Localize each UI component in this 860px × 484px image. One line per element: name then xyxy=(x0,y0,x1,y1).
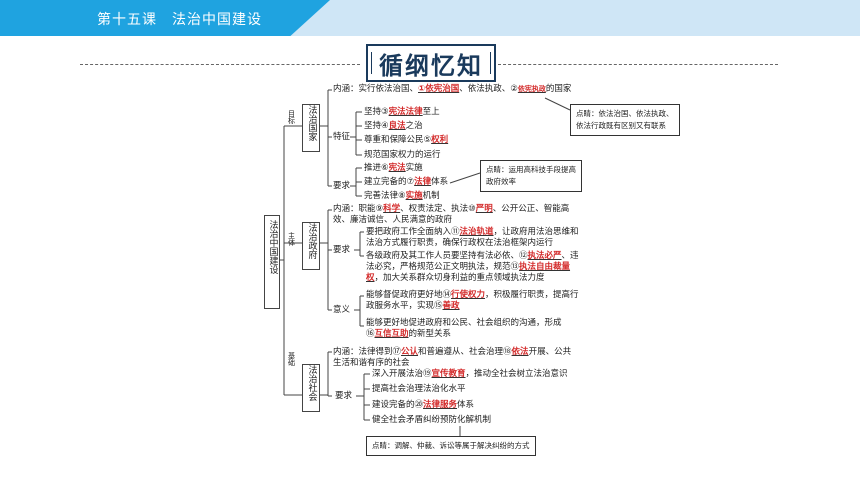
note-3: 点睛：调解、仲裁、诉讼等属于解决纠纷的方式 xyxy=(366,436,536,456)
node-society: 法治社会 xyxy=(302,364,320,412)
label-goal: 目标 xyxy=(287,110,296,124)
soc-yq-4: 健全社会矛盾纠纷预防化解机制 xyxy=(372,415,492,425)
country-tezheng-label: 特征 xyxy=(333,132,351,142)
soc-neihan-1: 内涵：法律得到⑰公认和普遍遵从、社会治理⑱依法开展、公共 xyxy=(333,347,572,357)
gov-yq-2: 法治方式履行职责，确保行政权在法治框架内运行 xyxy=(366,238,554,248)
country-tezheng-3: 尊重和保障公民⑤权利 xyxy=(364,135,449,145)
section-title-text: 循纲忆知 xyxy=(379,51,483,80)
gov-yq-4: 法必究，严格规范公正文明执法，规范⑬执法自由裁量 xyxy=(366,262,571,272)
soc-yq-2: 提高社会治理法治化水平 xyxy=(372,384,466,394)
section-title: 循纲忆知 xyxy=(366,44,496,82)
lesson-title: 第十五课 法治中国建设 xyxy=(97,12,262,28)
country-tezheng-4: 规范国家权力的运行 xyxy=(364,150,441,160)
soc-neihan-2: 生活和谐有序的社会 xyxy=(333,358,410,368)
country-tezheng-1: 坚持③宪法法律至上 xyxy=(364,107,440,117)
gov-yaoqiu-label: 要求 xyxy=(333,245,351,255)
gov-yy-2: 政服务水平，实现⑮善政 xyxy=(366,301,460,311)
gov-yq-5: 权，加大关系群众切身利益的重点领域执法力度 xyxy=(366,273,545,283)
gov-yq-3: 各级政府及其工作人员要坚持有法必依、⑫执法必严、违 xyxy=(366,251,579,261)
root-text: 法治中国建设 xyxy=(267,220,278,274)
country-tezheng-2: 坚持④良法之治 xyxy=(364,121,423,131)
divider-right xyxy=(498,64,778,65)
bar-decoration xyxy=(490,52,491,74)
country-yaoqiu-2: 建立完备的⑦法律体系 xyxy=(364,177,449,187)
root-node: 法治中国建设 xyxy=(264,215,280,309)
soc-yq-3: 建设完备的⑳法律服务体系 xyxy=(372,400,475,410)
gov-yq-1: 要把政府工作全面纳入⑪法治轨道，让政府用法治思维和 xyxy=(366,227,579,237)
lesson-banner: 第十五课 法治中国建设 xyxy=(0,0,330,36)
gov-neihan-1: 内涵：职能⑨科学、权责法定、执法⑩严明、公开公正、智能高 xyxy=(333,204,570,214)
divider-left xyxy=(80,64,360,65)
country-yaoqiu-label: 要求 xyxy=(333,181,351,191)
gov-yiyi-label: 意义 xyxy=(333,305,351,315)
label-subject: 主体 xyxy=(287,232,296,246)
country-yaoqiu-1: 推进⑥宪法实施 xyxy=(364,163,423,173)
gov-yy-4: ⑯互信互助的新型关系 xyxy=(366,329,452,339)
note-1: 点睛：依法治国、依法执政、依法行政既有区别又有联系 xyxy=(570,104,680,136)
soc-yq-1: 深入开展法治⑲宣传教育，推动全社会树立法治意识 xyxy=(372,369,568,379)
country-yaoqiu-3: 完善法律⑧实施机制 xyxy=(364,191,440,201)
bar-decoration xyxy=(371,52,372,74)
node-country: 法治国家 xyxy=(302,104,320,152)
label-foundation: 基础 xyxy=(287,352,296,366)
country-neihan: 内涵：实行依法治国、①依宪治国、依法执政、②依宪执政的国家 xyxy=(333,84,572,94)
node-government: 法治政府 xyxy=(302,222,320,270)
gov-yy-1: 能够督促政府更好地⑭行使权力，积极履行职责，提高行 xyxy=(366,290,579,300)
gov-yy-3: 能够更好地促进政府和公民、社会组织的沟通，形成 xyxy=(366,318,562,328)
note-2: 点睛：运用高科技手段提高政府效率 xyxy=(480,160,582,192)
gov-neihan-2: 效、廉洁诚信、人民满意的政府 xyxy=(333,215,453,225)
soc-yaoqiu-label: 要求 xyxy=(335,391,353,401)
